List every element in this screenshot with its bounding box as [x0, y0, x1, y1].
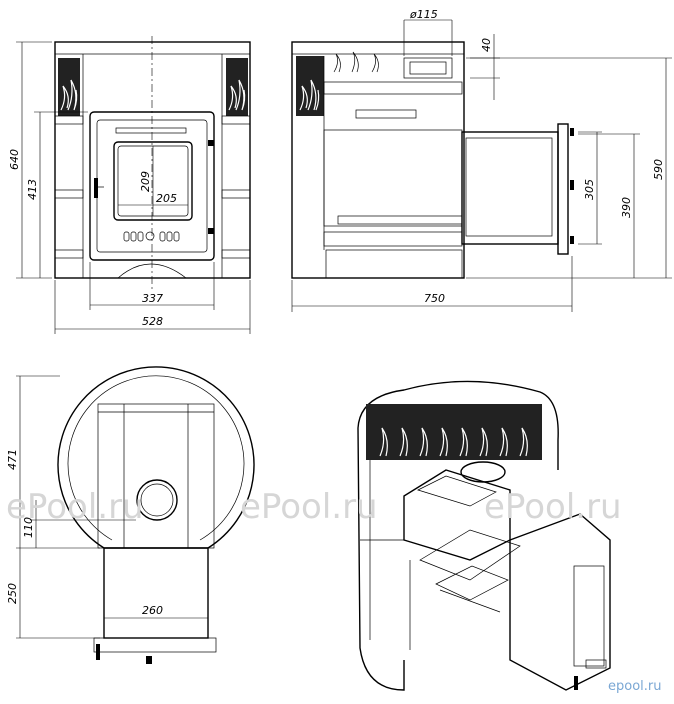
- door-frame-height: 305: [583, 179, 596, 200]
- top-depth-body: 471: [6, 449, 19, 470]
- glass-height: 209: [139, 171, 152, 192]
- front-height-door: 413: [26, 179, 39, 200]
- side-depth-total: 750: [424, 292, 445, 305]
- chimney-offset: 40: [480, 38, 493, 52]
- front-view: 640 413 209 205 337 528: [8, 36, 251, 334]
- isometric-cutaway: [357, 380, 611, 691]
- top-tunnel-length: 250: [6, 583, 19, 604]
- firebox-height: 390: [620, 197, 633, 218]
- watermark-2: ePool.ru: [240, 487, 378, 527]
- door-handle: [94, 178, 98, 198]
- chimney-outlet: [136, 479, 178, 521]
- door-glass: [113, 141, 193, 221]
- side-height-total: 590: [652, 159, 665, 180]
- side-view: ø115 40 750 590 390 305: [291, 8, 672, 312]
- iso-chimney: [460, 461, 506, 483]
- front-width-total: 528: [142, 315, 163, 328]
- door-width: 337: [142, 292, 163, 305]
- side-flame-left: [296, 56, 324, 116]
- top-view: 471 110 250 260: [6, 366, 255, 664]
- glass-width: 205: [156, 192, 177, 205]
- top-chimney-offset: 110: [22, 517, 35, 538]
- iso-flame-band: [366, 404, 542, 460]
- front-height-total: 640: [8, 149, 21, 170]
- site-logo: epool.ru: [608, 679, 662, 694]
- chimney-diameter: ø115: [409, 8, 438, 21]
- watermark-1: ePool.ru: [6, 487, 144, 527]
- watermark-3: ePool.ru: [484, 487, 622, 527]
- top-tunnel-width: 260: [142, 604, 163, 617]
